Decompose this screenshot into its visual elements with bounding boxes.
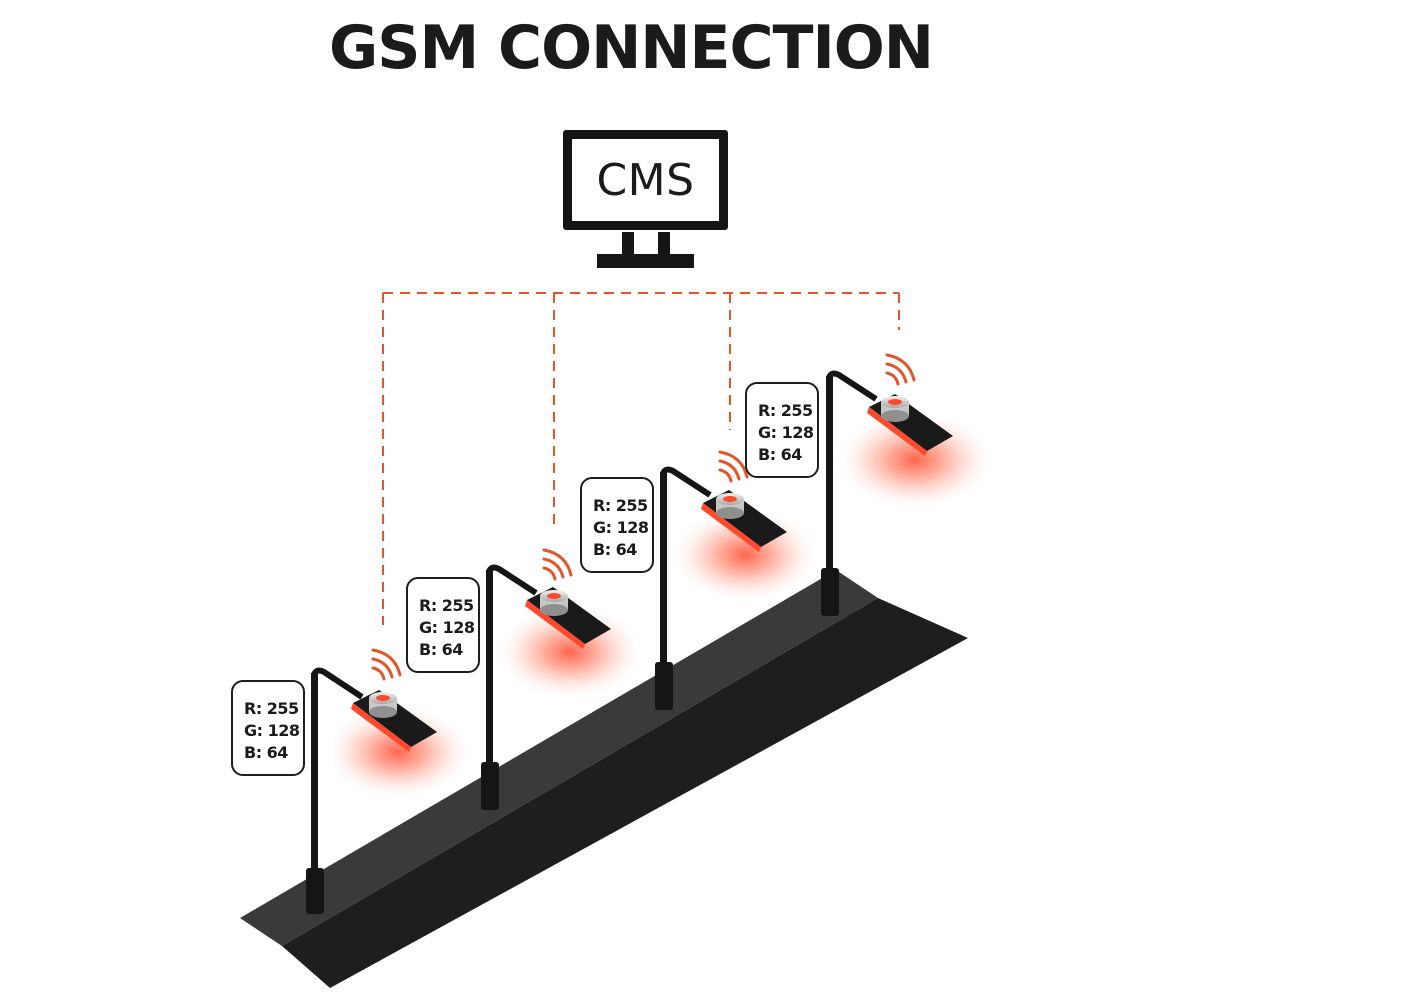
lamp-head-light bbox=[701, 503, 761, 552]
rgb-blue-value: B: 64 bbox=[758, 445, 802, 464]
lamp-2 bbox=[481, 548, 645, 810]
lamp-controller-led bbox=[376, 695, 390, 701]
rgb-green-value: G: 128 bbox=[244, 721, 300, 740]
rgb-green-value: G: 128 bbox=[419, 618, 475, 637]
wifi-signal-icon bbox=[718, 450, 749, 483]
wifi-signal-icon bbox=[371, 648, 402, 681]
lamp-glow bbox=[323, 704, 473, 800]
lamp-1 bbox=[306, 648, 473, 914]
lamp-pole bbox=[486, 570, 493, 770]
road bbox=[240, 570, 968, 988]
cms-monitor: CMS bbox=[563, 130, 728, 230]
rgb-green-value: G: 128 bbox=[758, 423, 814, 442]
lamp-pole-base bbox=[306, 868, 324, 914]
lamp-pole-base bbox=[655, 662, 673, 710]
rgb-blue-value: B: 64 bbox=[593, 540, 637, 559]
rgb-value-box-1: R: 255 G: 128 B: 64 bbox=[231, 680, 305, 776]
lamp-controller-base bbox=[716, 507, 744, 519]
monitor-base bbox=[597, 254, 694, 268]
monitor-neck-left bbox=[622, 232, 634, 254]
lamp-arm bbox=[486, 564, 538, 596]
rgb-red-value: R: 255 bbox=[244, 699, 299, 718]
monitor-icon bbox=[597, 232, 694, 268]
lamp-head-light bbox=[867, 407, 927, 456]
lamp-controller-base bbox=[540, 604, 568, 616]
lamp-pole-base bbox=[821, 568, 839, 616]
rgb-green-value: G: 128 bbox=[593, 518, 649, 537]
wifi-signal-icon bbox=[542, 548, 573, 581]
monitor-neck-right bbox=[658, 232, 670, 254]
rgb-value-box-4: R: 255 G: 128 B: 64 bbox=[745, 382, 819, 478]
lamp-controller-base bbox=[881, 410, 909, 422]
rgb-blue-value: B: 64 bbox=[244, 743, 288, 762]
road-shoulder bbox=[240, 570, 878, 946]
lamp-controller-led bbox=[547, 593, 561, 599]
rgb-red-value: R: 255 bbox=[419, 596, 474, 615]
rgb-red-value: R: 255 bbox=[758, 401, 813, 420]
rgb-value-box-3: R: 255 G: 128 B: 64 bbox=[580, 477, 654, 573]
lamp-head-light bbox=[351, 703, 411, 752]
page-title: GSM CONNECTION bbox=[328, 13, 934, 83]
rgb-red-value: R: 255 bbox=[593, 496, 648, 515]
rgb-blue-value: B: 64 bbox=[419, 640, 463, 659]
lamp-glow bbox=[835, 410, 995, 510]
rgb-value-box-2: R: 255 G: 128 B: 64 bbox=[406, 577, 480, 673]
lamp-pole-base bbox=[481, 762, 499, 810]
lamp-head-light bbox=[525, 600, 585, 649]
lamp-3 bbox=[655, 450, 820, 710]
cms-label: CMS bbox=[596, 154, 695, 206]
lamp-pole bbox=[311, 673, 318, 878]
lamp-controller-led bbox=[723, 496, 737, 502]
lamp-pole bbox=[826, 376, 833, 576]
road-surface bbox=[282, 598, 968, 988]
lamp-arm bbox=[311, 667, 364, 700]
lamp-controller-led bbox=[888, 399, 902, 405]
lamp-arm bbox=[660, 466, 712, 498]
connection-lines bbox=[382, 292, 900, 625]
lamp-arm bbox=[826, 370, 878, 402]
wifi-signal-icon bbox=[885, 353, 916, 386]
lamp-pole bbox=[660, 472, 667, 672]
lamp-controller-base bbox=[369, 706, 397, 718]
lamp-4 bbox=[821, 353, 995, 616]
